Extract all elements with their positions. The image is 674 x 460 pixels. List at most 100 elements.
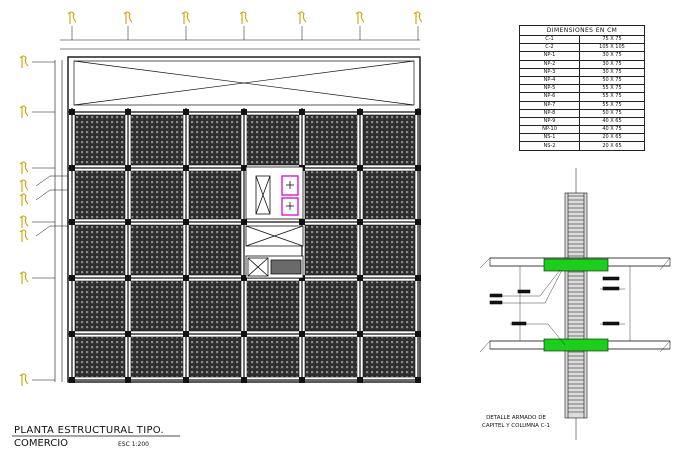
column-square (415, 377, 421, 383)
detail-caption: DETALLE ARMADO DE CAPITEL Y COLUMNA C-1 (470, 414, 562, 430)
column-square (69, 219, 75, 225)
axis-marker (19, 229, 29, 242)
column-square (357, 165, 363, 171)
axis-marker (297, 11, 307, 24)
element-id: NP-8 (519, 108, 580, 118)
roof-opening (73, 60, 415, 106)
slab-bay (246, 336, 300, 378)
column-square (125, 109, 131, 115)
column-square (241, 377, 247, 383)
axis-marker (181, 11, 191, 24)
left-axis-markers (19, 55, 55, 386)
slab-bay (362, 114, 416, 166)
column-square (241, 109, 247, 115)
element-size: 20 X 65 (579, 141, 645, 151)
slab-bay (304, 280, 358, 332)
column-square (241, 331, 247, 337)
axis-marker (19, 193, 29, 206)
slab-bay (74, 170, 126, 220)
element-size: 30 X 75 (579, 59, 645, 69)
axis-marker (123, 11, 133, 24)
slab-bay (304, 114, 358, 166)
element-id: NS-2 (519, 141, 580, 151)
column-square (357, 377, 363, 383)
element-size: 40 X 65 (579, 116, 645, 127)
slab-bay (188, 336, 242, 378)
column-square (125, 377, 131, 383)
element-size: 40 X 75 (579, 125, 645, 135)
plan-scale: ESC 1:200 (118, 441, 149, 448)
axis-marker (19, 105, 29, 118)
slab-bay (130, 224, 184, 276)
axis-marker (413, 11, 423, 24)
column-square (125, 275, 131, 281)
column-square (357, 219, 363, 225)
element-id: NP-7 (519, 100, 580, 110)
element-id: NP-10 (519, 125, 580, 135)
slab-bay (130, 280, 184, 332)
axis-marker (19, 373, 29, 386)
column-square (299, 109, 305, 115)
axis-marker (19, 161, 29, 174)
slab-bay (188, 170, 242, 220)
column-square (125, 219, 131, 225)
slab-bay (246, 114, 300, 166)
slab-bay (188, 224, 242, 276)
column-square (299, 331, 305, 337)
slab-bay (130, 114, 184, 166)
slab-bay (304, 224, 358, 276)
axis-marker (19, 179, 29, 192)
dimensions-table-header: DIMENSIONES EN CM (519, 25, 645, 36)
slab-bay (304, 336, 358, 378)
column-square (357, 109, 363, 115)
element-size: 75 X 75 (579, 34, 645, 45)
column-capital-detail (479, 168, 671, 440)
slab-bay (188, 114, 242, 166)
column-square (415, 275, 421, 281)
column-square (183, 331, 189, 337)
plan-subtitle: COMERCIO (14, 438, 69, 449)
element-size: 55 X 75 (579, 100, 645, 110)
element-id: NP-5 (519, 84, 580, 94)
column-square (415, 109, 421, 115)
column-square (125, 331, 131, 337)
element-id: NS-1 (519, 133, 580, 143)
element-id: C-1 (519, 34, 580, 45)
top-dimension-lines (60, 39, 420, 50)
slab-bay (362, 224, 416, 276)
column-square (125, 165, 131, 171)
column-square (183, 275, 189, 281)
column-square (69, 331, 75, 337)
slab-bay (362, 170, 416, 220)
slab-bay (362, 280, 416, 332)
column-square (357, 275, 363, 281)
column-square (415, 219, 421, 225)
element-size: 55 X 75 (579, 92, 645, 102)
slab-bay (188, 280, 242, 332)
element-size: 50 X 75 (579, 108, 645, 118)
left-dimension-lines (54, 60, 63, 382)
column-stirrups (568, 195, 584, 413)
element-size: 105 X 105 (579, 43, 645, 53)
detail-caption-line1: DETALLE ARMADO DE (486, 415, 546, 421)
column-square (69, 377, 75, 383)
axis-marker (19, 55, 29, 68)
column-square (183, 377, 189, 383)
column-square (299, 219, 305, 225)
axis-marker (19, 271, 29, 284)
element-size: 30 X 75 (579, 67, 645, 77)
slab-bay (246, 280, 300, 332)
axis-marker (19, 215, 29, 228)
column-square (183, 165, 189, 171)
